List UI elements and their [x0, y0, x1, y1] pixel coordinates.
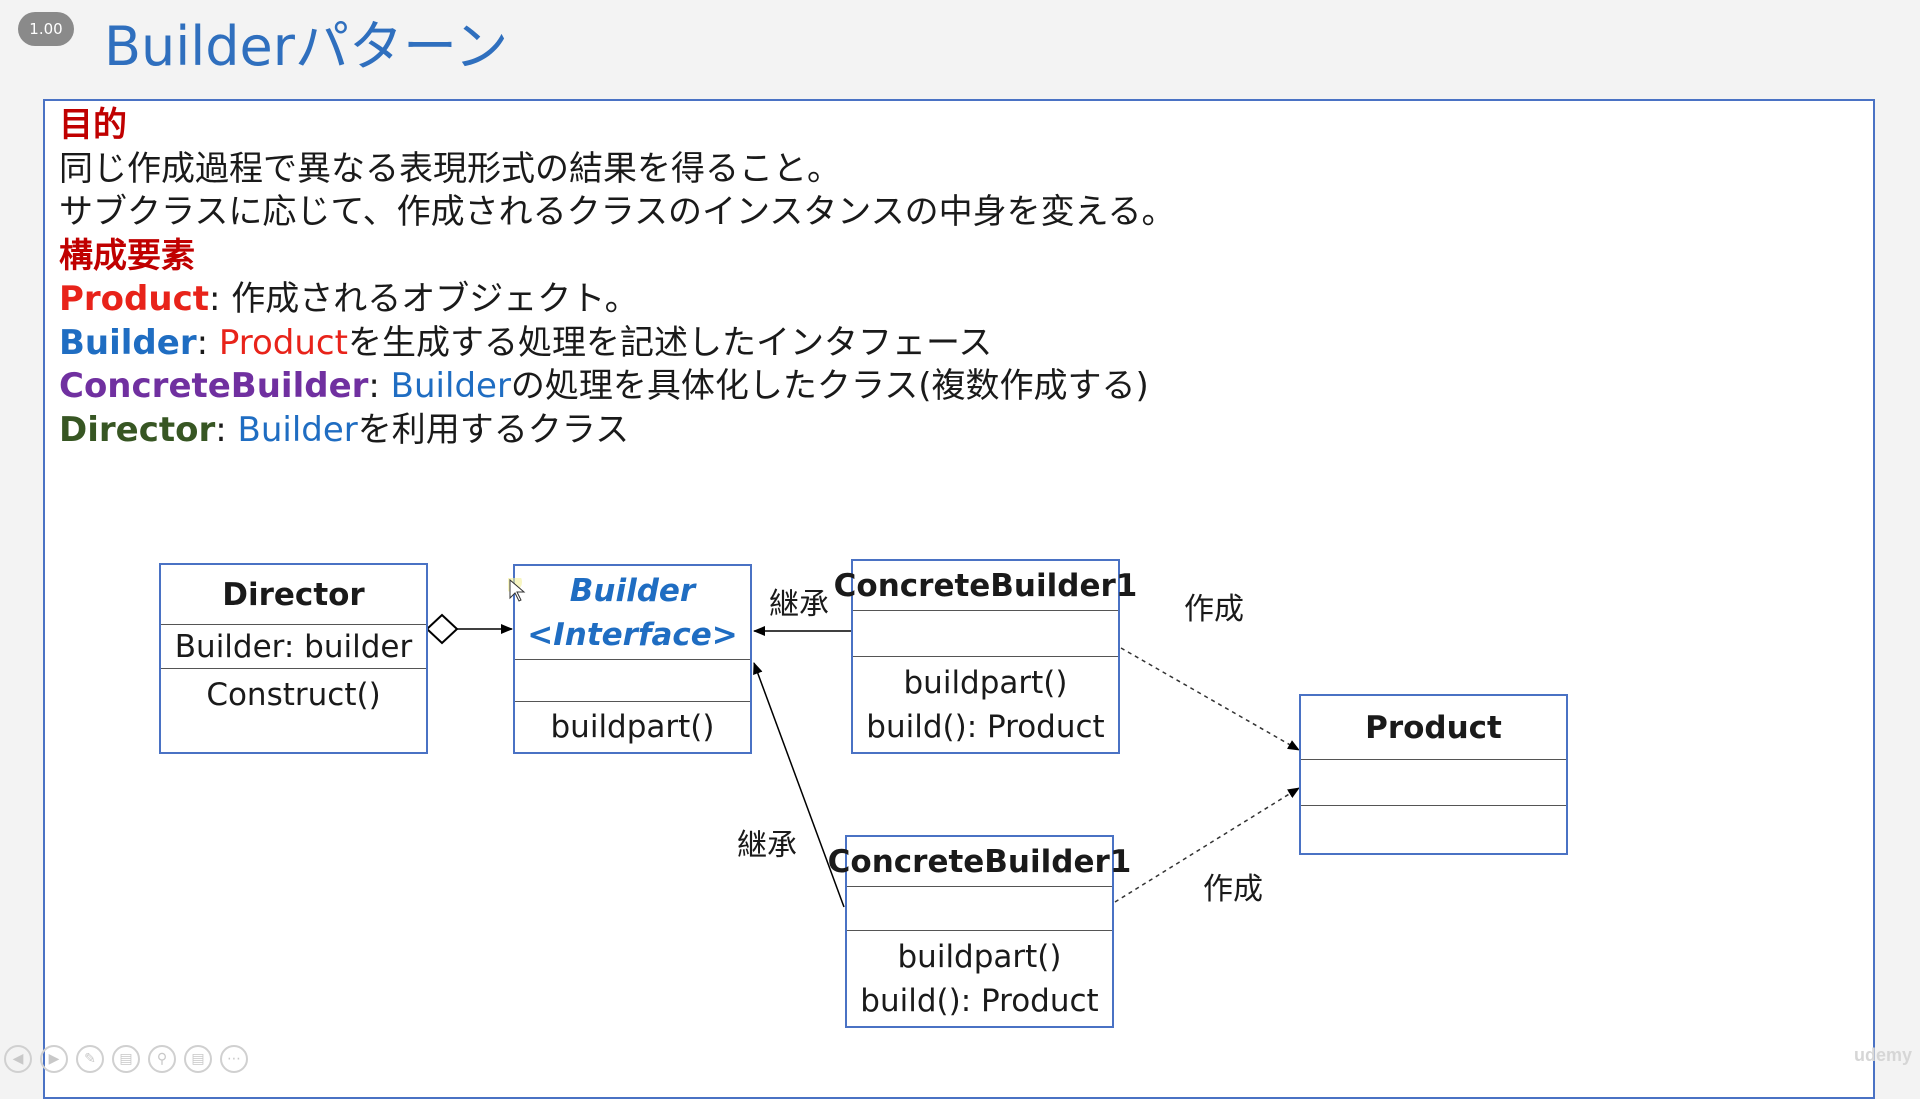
inherit-label-top: 継承: [769, 587, 829, 622]
builder-attribute-section: [515, 660, 750, 702]
director-attribute: Builder: builder: [161, 625, 426, 669]
component-name: Director: [59, 409, 216, 450]
component-builder: Builder: Productを生成する処理を記述したインタフェース: [59, 322, 1176, 366]
builder-interface-box: Builder <Interface> buildpart(): [513, 564, 752, 754]
concrete-builder-method: build(): Product: [860, 982, 1099, 1019]
concrete-builder-method: build(): Product: [866, 708, 1105, 745]
purpose-line-2: サブクラスに応じて、作成されるクラスのインスタンスの中身を変える。: [59, 192, 1176, 232]
slide-title: Builderパターン: [104, 15, 509, 78]
playback-speed-badge[interactable]: 1.00: [18, 12, 74, 46]
zoom-icon[interactable]: ⚲: [148, 1045, 176, 1073]
concrete-builder-method: buildpart(): [903, 664, 1068, 701]
product-class-name: Product: [1301, 696, 1566, 760]
purpose-heading: 目的: [59, 105, 127, 145]
component-ref: Builder: [390, 366, 511, 406]
slideshow-controls: ◀ ▶ ✎ ▤ ⚲ ▤ ⋯: [4, 1045, 248, 1073]
create-label-bottom: 作成: [1203, 872, 1263, 907]
components-heading: 構成要素: [59, 235, 195, 276]
component-sep: :: [215, 409, 238, 450]
component-desc: 作成されるオブジェクト。: [231, 279, 639, 319]
builder-interface-header: Builder <Interface>: [515, 566, 750, 660]
director-method: Construct(): [206, 677, 381, 713]
concrete-builder-top-attributes: [853, 611, 1118, 657]
slide-text-block: 目的 同じ作成過程で異なる表現形式の結果を得ること。 サブクラスに応じて、作成さ…: [59, 104, 1176, 452]
component-director: Director: Builderを利用するクラス: [59, 409, 1176, 453]
component-ref: Product: [218, 322, 348, 363]
purpose-line-1: 同じ作成過程で異なる表現形式の結果を得ること。: [59, 148, 841, 189]
component-desc: の処理を具体化したクラス(複数作成する): [510, 366, 1149, 406]
builder-interface-name: Builder: [569, 572, 696, 609]
component-sep: :: [368, 366, 391, 406]
concrete-builder-method: buildpart(): [897, 938, 1062, 975]
subtitles-icon[interactable]: ▤: [184, 1045, 212, 1073]
component-sep: :: [209, 279, 232, 319]
previous-slide-icon[interactable]: ◀: [4, 1045, 32, 1073]
mouse-cursor-icon: [508, 578, 526, 602]
aggregation-connector: [425, 613, 513, 645]
product-class-box: Product: [1299, 694, 1568, 855]
next-slide-icon[interactable]: ▶: [40, 1045, 68, 1073]
component-desc: を利用するクラス: [357, 409, 630, 450]
create-connector-top: [1120, 647, 1300, 751]
component-concrete-builder: ConcreteBuilder: Builderの処理を具体化したクラス(複数作…: [59, 365, 1176, 409]
product-attributes: [1301, 760, 1566, 806]
pen-icon[interactable]: ✎: [76, 1045, 104, 1073]
builder-method: buildpart(): [550, 709, 715, 745]
concrete-builder-bottom-name: ConcreteBuilder1: [828, 837, 1131, 887]
component-desc: を生成する処理を記述したインタフェース: [347, 322, 993, 363]
concrete-builder-bottom-attributes: [847, 887, 1112, 931]
product-methods: [1301, 806, 1566, 853]
director-class-box: Director Builder: builder Construct(): [159, 563, 428, 754]
component-ref: Builder: [237, 409, 358, 450]
inheritance-connector-bottom: [753, 662, 845, 908]
concrete-builder-bottom-methods: buildpart() build(): Product: [847, 931, 1112, 1026]
udemy-watermark: udemy: [1853, 1045, 1912, 1065]
concrete-builder-bottom-box: ConcreteBuilder1 buildpart() build(): Pr…: [828, 835, 1131, 1028]
more-options-icon[interactable]: ⋯: [220, 1045, 248, 1073]
create-label-top: 作成: [1184, 592, 1244, 627]
slides-grid-icon[interactable]: ▤: [112, 1045, 140, 1073]
component-sep: :: [196, 322, 219, 363]
concrete-builder-top-methods: buildpart() build(): Product: [853, 657, 1118, 752]
concrete-builder-top-box: ConcreteBuilder1 buildpart() build(): Pr…: [834, 559, 1137, 754]
component-name: ConcreteBuilder: [59, 366, 369, 406]
component-name: Builder: [59, 322, 197, 363]
component-name: Product: [59, 279, 209, 319]
director-class-name: Director: [161, 565, 426, 625]
inherit-label-bottom: 継承: [737, 828, 797, 863]
concrete-builder-top-name: ConcreteBuilder1: [834, 561, 1137, 611]
component-product: Product: 作成されるオブジェクト。: [59, 278, 1176, 322]
builder-interface-stereotype: <Interface>: [527, 616, 738, 653]
